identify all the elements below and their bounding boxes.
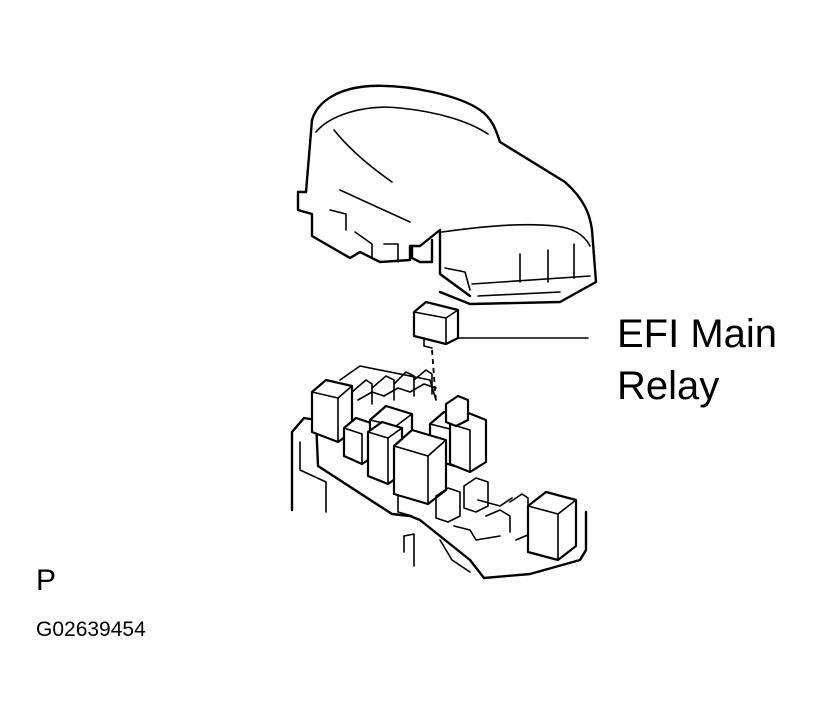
- efi-main-relay: [412, 300, 460, 349]
- fuse-box-cover: [296, 84, 598, 306]
- callout-label-line2: Relay: [617, 364, 720, 408]
- view-letter: P: [36, 564, 57, 597]
- fuse-box-base: [290, 365, 588, 580]
- callout-label-line1: EFI Main: [617, 312, 778, 356]
- figure-code: G02639454: [36, 618, 146, 641]
